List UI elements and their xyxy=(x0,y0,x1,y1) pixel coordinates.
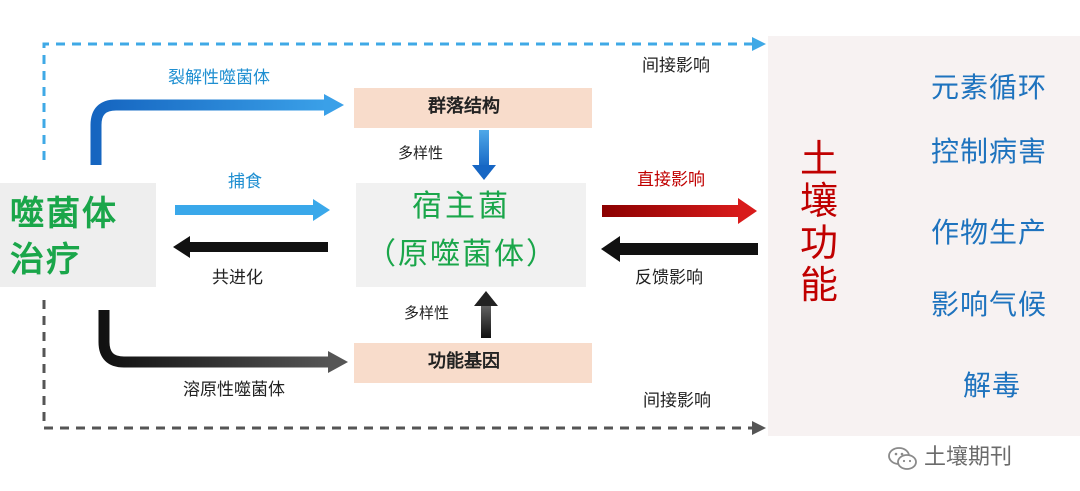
soil-function-char-3: 功 xyxy=(800,221,839,265)
indirect-effect-bottom-line xyxy=(42,300,766,435)
wechat-icon xyxy=(888,446,918,472)
host-bacteria-box xyxy=(356,183,586,287)
function-crop-production: 作物生产 xyxy=(931,216,1048,249)
watermark-text: 土壤期刊 xyxy=(924,445,1013,470)
lytic-phage-label: 裂解性噬菌体 xyxy=(168,68,270,88)
feedback-effect-label: 反馈影响 xyxy=(635,268,703,288)
community-structure-box xyxy=(354,88,592,128)
direct-effect-label: 直接影响 xyxy=(637,170,705,190)
indirect-effect-label-top: 间接影响 xyxy=(642,56,710,76)
direct-effect-arrow xyxy=(602,198,757,224)
host-bacteria-title: 宿主菌 xyxy=(412,189,511,224)
prophage-subtitle: （原噬菌体） xyxy=(366,237,558,272)
lysogenic-phage-arrow xyxy=(98,310,348,373)
soil-function-char-1: 土 xyxy=(800,137,839,181)
phage-therapy-box xyxy=(0,183,156,287)
feedback-effect-arrow xyxy=(601,236,758,262)
predation-arrow xyxy=(175,199,330,221)
community-structure-label: 群落结构 xyxy=(428,96,500,117)
phage-therapy-title-line2: 治疗 xyxy=(10,240,82,280)
lysogenic-phage-label: 溶原性噬菌体 xyxy=(183,380,285,400)
coevolution-arrow xyxy=(173,236,328,258)
diversity-label-bottom: 多样性 xyxy=(404,304,450,322)
function-detoxification: 解毒 xyxy=(963,369,1022,402)
indirect-effect-label-bottom: 间接影响 xyxy=(643,391,711,411)
functional-genes-box xyxy=(354,343,592,383)
function-climate-impact: 影响气候 xyxy=(931,288,1048,321)
phage-therapy-title-line1: 噬菌体 xyxy=(10,194,118,234)
indirect-effect-top-line xyxy=(42,37,766,160)
soil-function-char-4: 能 xyxy=(800,263,839,307)
soil-function-char-2: 壤 xyxy=(800,179,839,223)
function-disease-control: 控制病害 xyxy=(931,135,1048,168)
soil-function-panel xyxy=(768,36,1080,436)
coevolution-label: 共进化 xyxy=(212,268,263,288)
predation-label: 捕食 xyxy=(228,172,262,192)
diversity-up-arrow xyxy=(474,291,498,338)
lytic-phage-arrow xyxy=(90,94,344,165)
functional-genes-label: 功能基因 xyxy=(428,351,500,372)
diversity-down-arrow xyxy=(472,130,496,180)
function-element-cycling: 元素循环 xyxy=(931,71,1048,104)
diversity-label-top: 多样性 xyxy=(398,144,444,162)
